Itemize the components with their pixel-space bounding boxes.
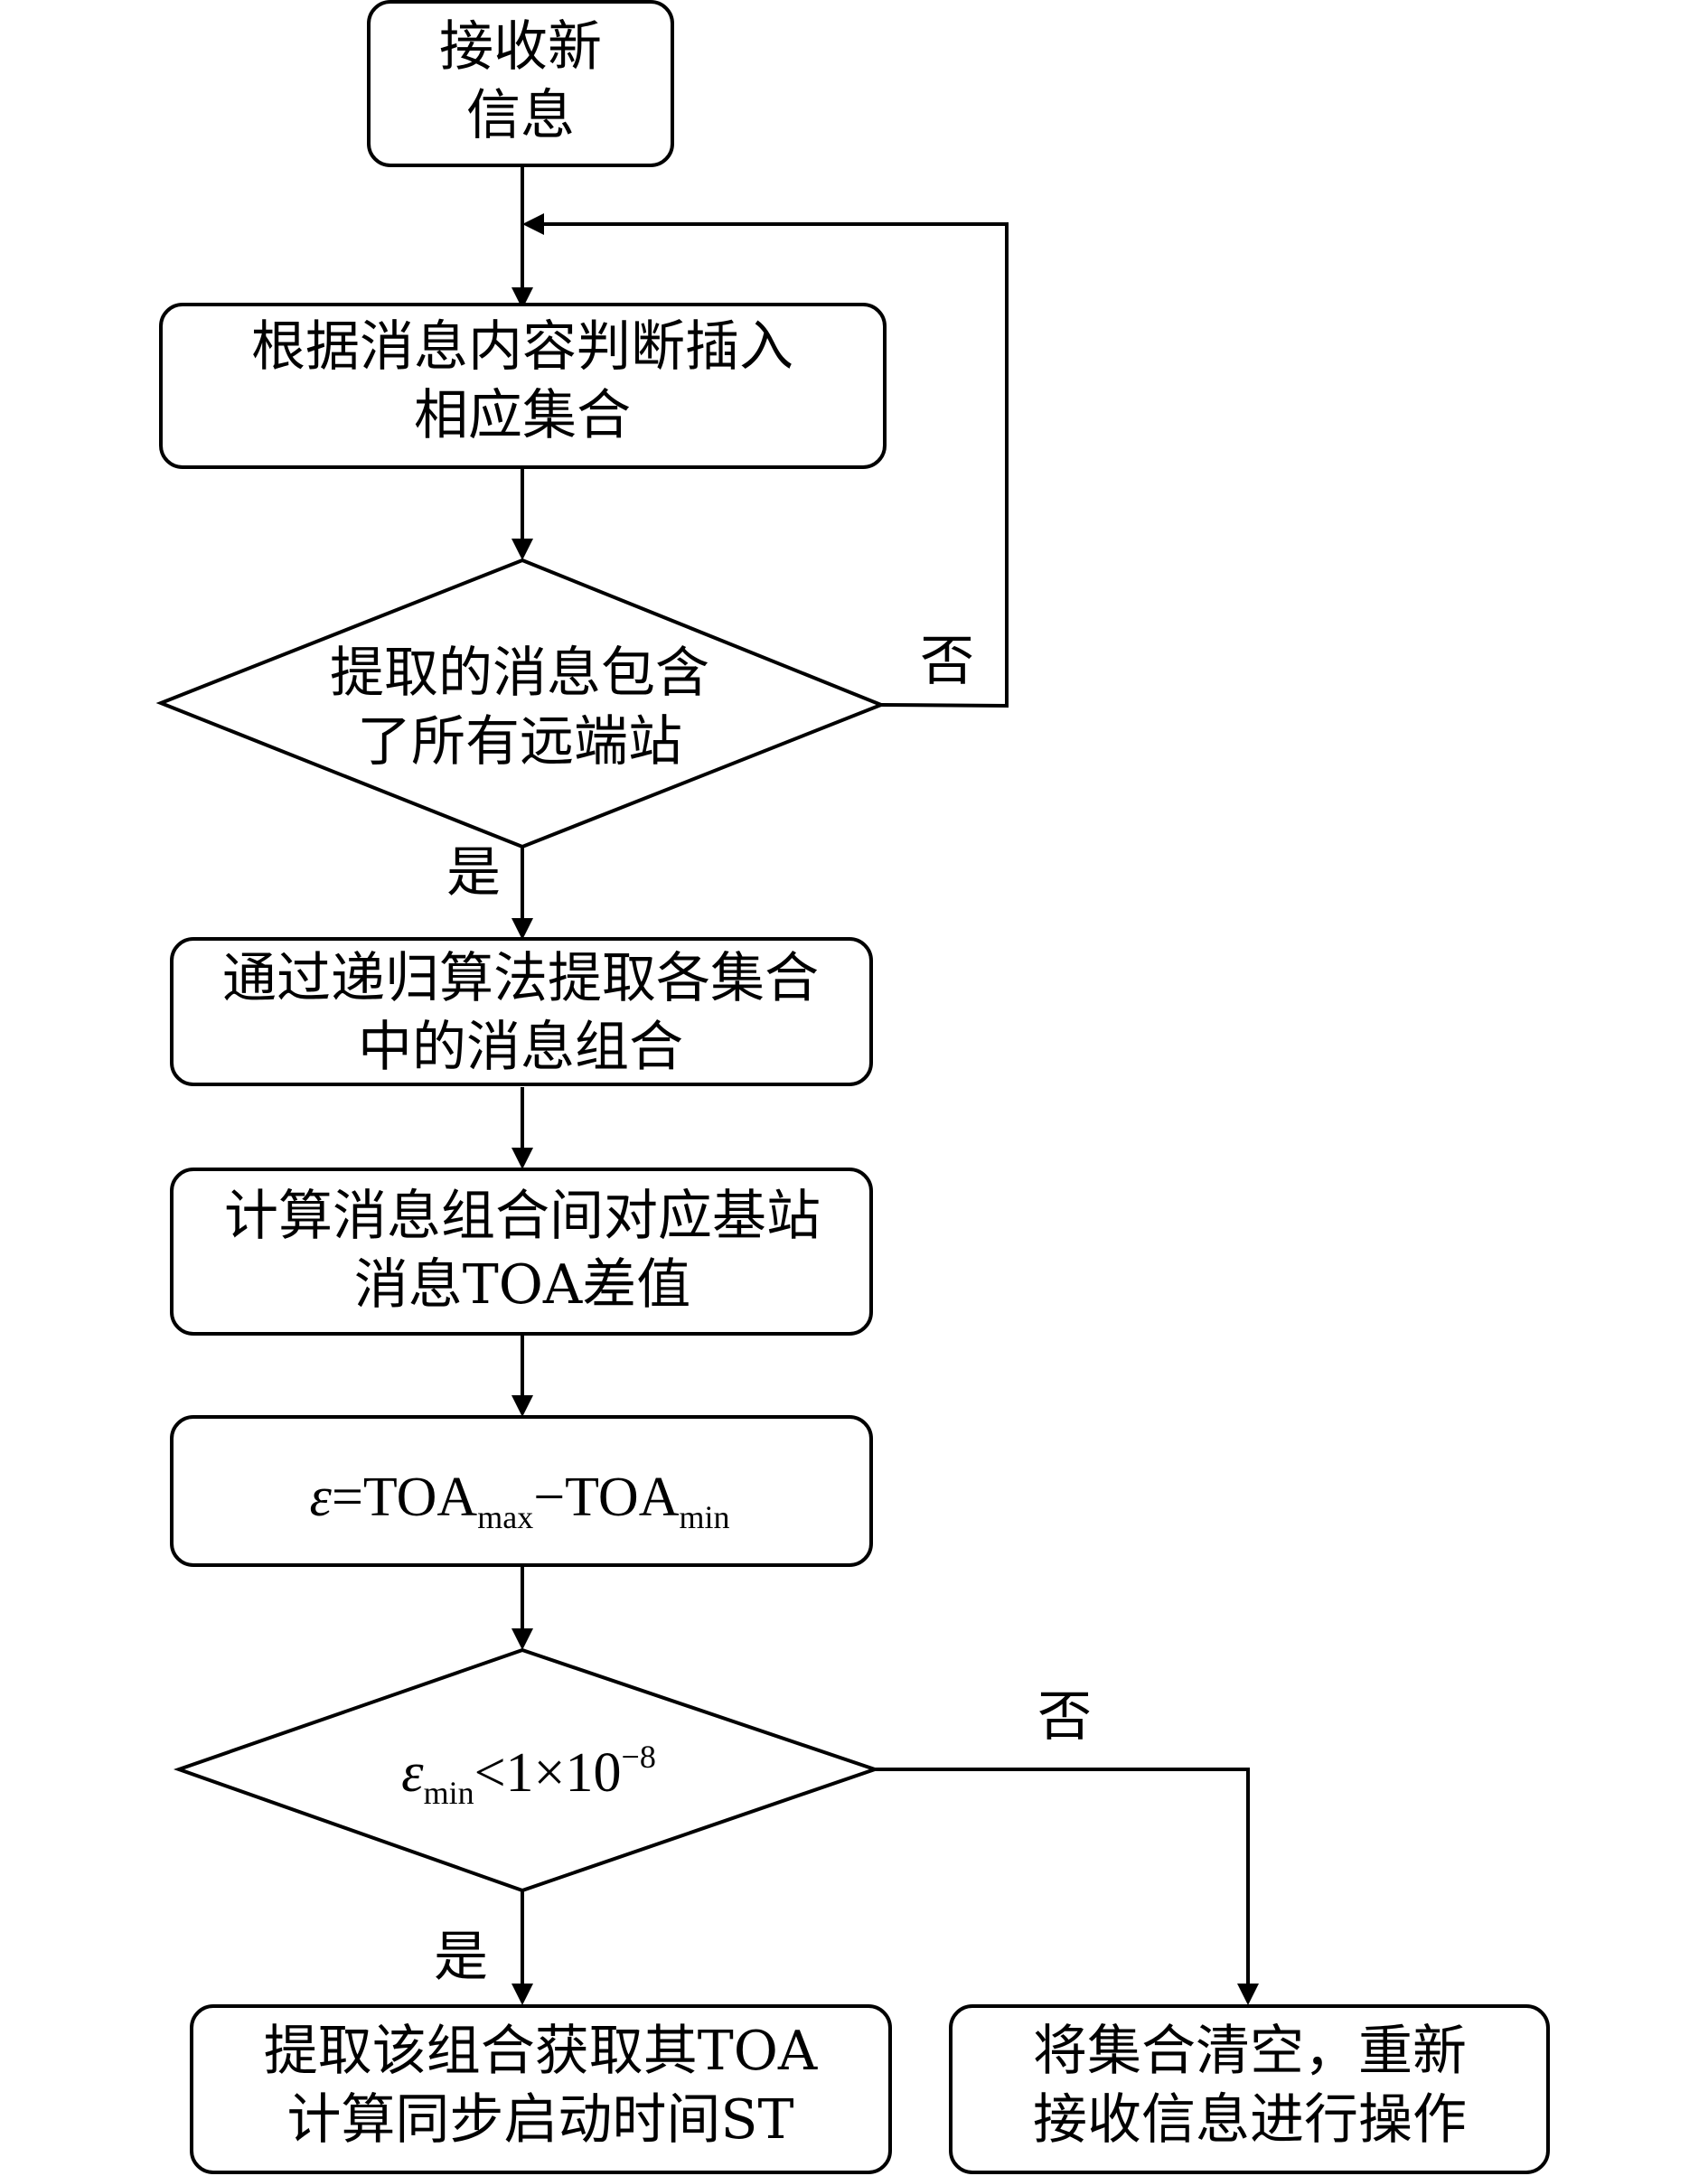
epsilon-sub-max: max xyxy=(477,1499,533,1535)
arrow-threshold-to-clear xyxy=(875,1768,1250,1987)
node-receive-box xyxy=(367,0,674,167)
node-receive-line1: 接收新 xyxy=(439,15,602,79)
arrowhead-epsilon-to-threshold xyxy=(511,1628,533,1650)
edge-label-no-2: 否 xyxy=(1037,1685,1092,1749)
arrowhead-recurse-to-compute xyxy=(511,1148,533,1169)
node-compute-diff-line1: 计算消息组合间对应基站 xyxy=(224,1185,821,1248)
arrowhead-loop-back xyxy=(522,213,544,235)
decision-threshold-diamond xyxy=(173,1647,881,1893)
node-insert-box xyxy=(159,303,887,469)
threshold-relation: <1×10 xyxy=(474,1742,622,1804)
node-insert-line1: 根据消息内容判断插入 xyxy=(251,315,793,379)
node-insert-line2: 相应集合 xyxy=(414,384,631,447)
decision-threshold-formula: εmin<1×10−8 xyxy=(401,1739,656,1811)
node-recurse-box xyxy=(170,937,873,1086)
node-extract-box xyxy=(190,2004,892,2174)
epsilon-symbol: ε xyxy=(310,1467,333,1528)
arrowhead-receive-to-insert xyxy=(511,287,533,309)
epsilon-sub-min: min xyxy=(679,1499,729,1535)
threshold-sub-min: min xyxy=(424,1775,474,1811)
edge-label-yes-1: 是 xyxy=(446,841,501,905)
decision-check-all-line2: 了所有远端站 xyxy=(357,710,682,774)
node-clear-line2: 接收信息进行操作 xyxy=(1033,2088,1467,2152)
edge-label-no-1: 否 xyxy=(920,630,974,693)
decision-check-all-line1: 提取的消息包含 xyxy=(330,642,709,705)
edge-label-yes-2: 是 xyxy=(434,1926,488,1989)
threshold-epsilon-symbol: ε xyxy=(401,1742,424,1804)
node-receive-line2: 信息 xyxy=(466,84,575,147)
arrowhead-threshold-to-clear xyxy=(1237,1984,1259,2005)
node-compute-diff-line2: 消息TOA差值 xyxy=(354,1253,691,1317)
arrowhead-threshold-to-extract xyxy=(511,1984,533,2005)
arrowhead-compute-to-epsilon xyxy=(511,1395,533,1417)
threshold-exponent: −8 xyxy=(622,1739,656,1775)
node-clear-line1: 将集合清空，重新 xyxy=(1033,2020,1467,2083)
node-epsilon-formula: ε=TOAmax−TOAmin xyxy=(310,1467,730,1535)
node-extract-line1: 提取该组合获取其TOA xyxy=(264,2020,818,2083)
loop-back-line-no xyxy=(540,222,1009,708)
epsilon-minus-toa: −TOA xyxy=(533,1467,679,1528)
node-recurse-line1: 通过递归算法提取各集合 xyxy=(222,947,819,1010)
node-clear-box xyxy=(949,2004,1550,2174)
decision-check-all-diamond xyxy=(155,558,887,849)
arrowhead-insert-to-check xyxy=(511,539,533,560)
arrowhead-check-to-recurse xyxy=(511,918,533,940)
epsilon-eq-toa: =TOA xyxy=(332,1467,477,1528)
node-epsilon-box xyxy=(170,1415,873,1567)
node-recurse-line2: 中的消息组合 xyxy=(358,1016,683,1079)
node-compute-diff-box xyxy=(170,1168,873,1336)
node-extract-line2: 计算同步启动时间ST xyxy=(286,2088,793,2152)
